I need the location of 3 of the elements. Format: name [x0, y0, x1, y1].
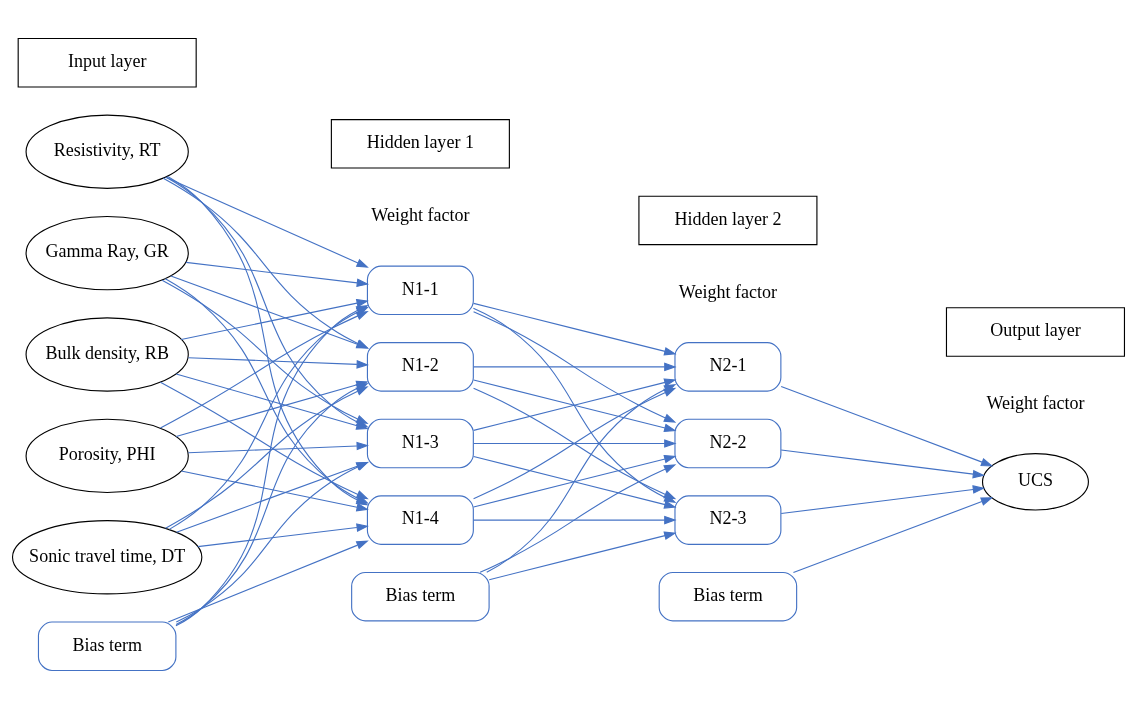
label: Weight factor	[986, 392, 1085, 413]
label: Weight factor	[371, 204, 470, 225]
label: Weight factor	[678, 281, 777, 302]
